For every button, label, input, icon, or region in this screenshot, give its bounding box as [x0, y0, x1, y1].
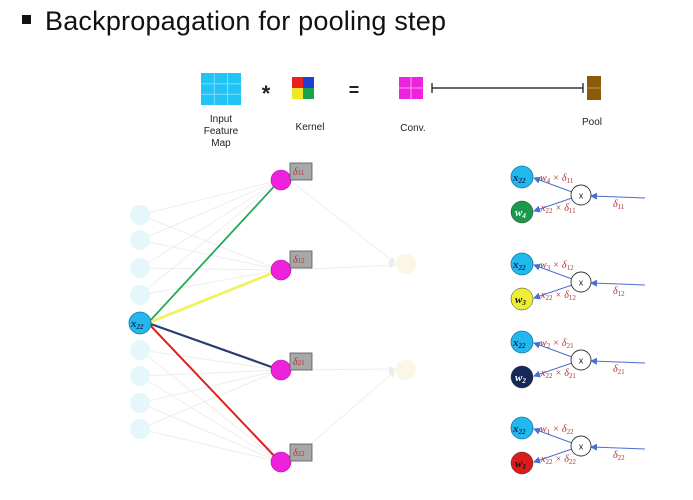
gate-x22-node: [510, 330, 534, 354]
gate-forward-expr: w1 × δ22: [540, 424, 574, 436]
gate-arrow-delta-in: [590, 443, 646, 451]
faded-connections: [139, 179, 396, 463]
gate-arrow-delta-in: [590, 192, 646, 200]
input-feature-map: [201, 73, 241, 105]
gate-forward-expr: w4 × δ11: [540, 173, 574, 185]
gate-backward-expr: x22 × δ12: [540, 290, 576, 302]
title-text: Backpropagation for pooling step: [45, 6, 447, 36]
gate-backward-expr: x22 × δ22: [540, 454, 576, 466]
gate-x22-label: x22: [512, 337, 526, 350]
gate-multiply-op: [570, 271, 592, 293]
gate-x22-label: x22: [512, 423, 526, 436]
equals-symbol: =: [349, 80, 360, 100]
gate-arrow-delta-in: [590, 279, 646, 287]
gate-backward-expr: x22 × δ11: [540, 203, 576, 215]
edge-to-delta21: [147, 321, 281, 372]
kernel: [292, 77, 314, 99]
svg-text:δ11: δ11: [293, 167, 305, 178]
gate-arrow-delta-in: [590, 357, 646, 365]
edge-to-delta11: [147, 179, 281, 324]
gate-delta-label: δ21: [613, 364, 625, 376]
gate-x22-label: x22: [512, 172, 526, 185]
gate-op-label: x: [579, 278, 584, 288]
kernel-label: Kernel: [296, 122, 325, 133]
gate-3: x22 w2 x w2 × δ21 x22 × δ21 δ21: [510, 330, 646, 389]
gate-op-label: x: [579, 356, 584, 366]
input-label-line3: Map: [211, 138, 231, 149]
input-label-line2: Feature: [204, 126, 239, 137]
gate-weight-label: w2: [515, 372, 526, 385]
edge-to-delta12: [147, 268, 281, 325]
gate-weight-label: w3: [515, 294, 526, 307]
delta-box-11: δ11: [289, 162, 313, 181]
conv-nodes: [270, 169, 292, 473]
conv-label: Conv.: [400, 123, 425, 134]
gate-weight-node: [510, 287, 534, 311]
conv-output: [399, 77, 423, 99]
gate-arrow-to-x: [533, 427, 573, 444]
gate-op-label: x: [579, 191, 584, 201]
gate-x22-node: [510, 416, 534, 440]
gate-arrow-to-w: [533, 448, 573, 464]
gate-arrow-to-x: [533, 176, 573, 193]
gate-multiply-op: [570, 349, 592, 371]
gate-arrow-to-w: [533, 362, 573, 378]
top-row: Input Feature Map * Kernel = Conv. Pool: [201, 73, 602, 149]
multiply-symbol: *: [262, 81, 271, 106]
gate-weight-label: w1: [515, 458, 526, 471]
gate-column: x22 w4 x w4 × δ11 x22 × δ11 δ11 x22 w3 x w3 × δ12…: [510, 165, 646, 475]
bullet-icon: [22, 15, 31, 25]
delta-box-21: δ21: [289, 352, 313, 371]
svg-text:δ22: δ22: [293, 448, 305, 459]
gate-op-label: x: [579, 442, 584, 452]
network: x22 δ11 δ12 δ21 δ22: [128, 162, 416, 473]
faded-input-nodes: [130, 205, 150, 439]
gate-x22-node: [510, 252, 534, 276]
gate-delta-label: δ22: [613, 450, 625, 462]
gate-x22-label: x22: [512, 259, 526, 272]
slide-title: Backpropagation for pooling step: [22, 6, 446, 37]
gate-arrow-to-x: [533, 263, 573, 280]
pool-bracket: [431, 83, 584, 93]
gate-forward-expr: w2 × δ21: [540, 338, 574, 350]
svg-text:δ12: δ12: [293, 255, 305, 266]
input-label-line1: Input: [210, 114, 232, 125]
pool-node-1: [396, 254, 416, 274]
gate-arrow-to-w: [533, 197, 573, 213]
gate-delta-label: δ11: [613, 199, 625, 211]
pool-label: Pool: [582, 117, 602, 128]
delta-box-22: δ22: [289, 443, 313, 462]
gate-2: x22 w3 x w3 × δ12 x22 × δ12 δ12: [510, 252, 646, 311]
svg-text:δ21: δ21: [293, 357, 305, 368]
gate-weight-node: [510, 365, 534, 389]
pool-node-2: [396, 360, 416, 380]
input-node-var: x: [130, 318, 137, 330]
gate-x22-node: [510, 165, 534, 189]
input-node-x22: x22: [128, 311, 152, 335]
gate-delta-label: δ12: [613, 286, 625, 298]
gate-arrow-to-x: [533, 341, 573, 358]
gate-backward-expr: x22 × δ21: [540, 368, 576, 380]
edge-to-delta22: [147, 322, 281, 463]
svg-text:x22: x22: [130, 318, 144, 331]
delta-box-12: δ12: [289, 250, 313, 269]
gate-1: x22 w4 x w4 × δ11 x22 × δ11 δ11: [510, 165, 646, 224]
gate-weight-node: [510, 451, 534, 475]
gate-weight-label: w4: [515, 207, 526, 220]
gate-arrow-to-w: [533, 284, 573, 300]
gate-forward-expr: w3 × δ12: [540, 260, 574, 272]
gate-4: x22 w1 x w1 × δ22 x22 × δ22 δ22: [510, 416, 646, 475]
input-node-sub: 22: [136, 323, 145, 331]
gate-multiply-op: [570, 184, 592, 206]
gate-weight-node: [510, 200, 534, 224]
gate-multiply-op: [570, 435, 592, 457]
